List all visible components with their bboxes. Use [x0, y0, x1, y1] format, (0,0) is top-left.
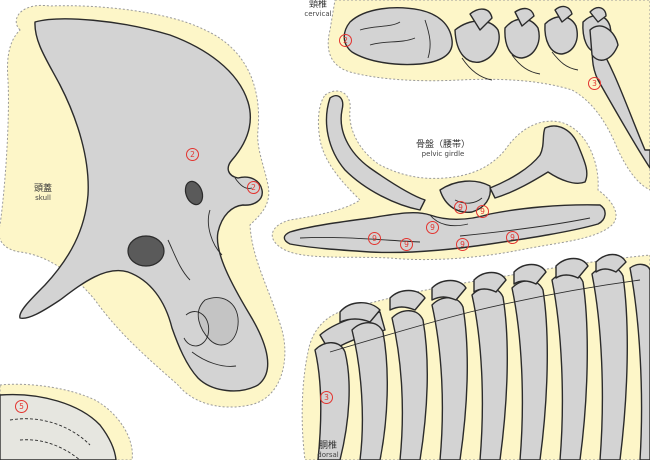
marker-pelvic-4: 9	[368, 232, 381, 245]
skull-label: 頭蓋 skull	[22, 184, 64, 202]
cervical-label-ja: 頸椎	[308, 0, 327, 10]
marker-corner: 5	[15, 400, 28, 413]
marker-dorsal: 3	[320, 391, 333, 404]
marker-cervical-left: 2	[339, 34, 352, 47]
corner-bone	[0, 393, 117, 460]
pelvic-bone	[283, 94, 606, 254]
dorsal-label: 胴椎 dorsal	[306, 441, 350, 459]
marker-cervical-right: 3	[588, 77, 601, 90]
cervical-label-en: cervical	[304, 10, 332, 19]
dorsal-label-ja: 胴椎	[318, 441, 337, 451]
marker-pelvic-1: 9	[454, 201, 467, 214]
cervical-bone	[343, 5, 650, 169]
skull-label-en: skull	[35, 194, 51, 203]
dorsal-label-en: dorsal	[317, 451, 339, 460]
marker-skull-horn: 2	[247, 181, 260, 194]
skull-bone	[19, 18, 269, 392]
skull-label-ja: 頭蓋	[33, 184, 52, 194]
marker-pelvic-7: 9	[506, 231, 519, 244]
marker-pelvic-6: 9	[456, 238, 469, 251]
pelvic-label: 骨盤（腰帯） pelvic girdle	[404, 140, 482, 158]
marker-skull-top: 2	[186, 148, 199, 161]
pelvic-label-ja: 骨盤（腰帯）	[415, 140, 470, 150]
marker-pelvic-5: 9	[400, 238, 413, 251]
marker-pelvic-2: 9	[476, 205, 489, 218]
pelvic-label-en: pelvic girdle	[421, 150, 465, 159]
marker-pelvic-3: 9	[426, 221, 439, 234]
cervical-label: 頸椎 cervical	[296, 0, 340, 18]
dorsal-bone	[314, 253, 650, 460]
